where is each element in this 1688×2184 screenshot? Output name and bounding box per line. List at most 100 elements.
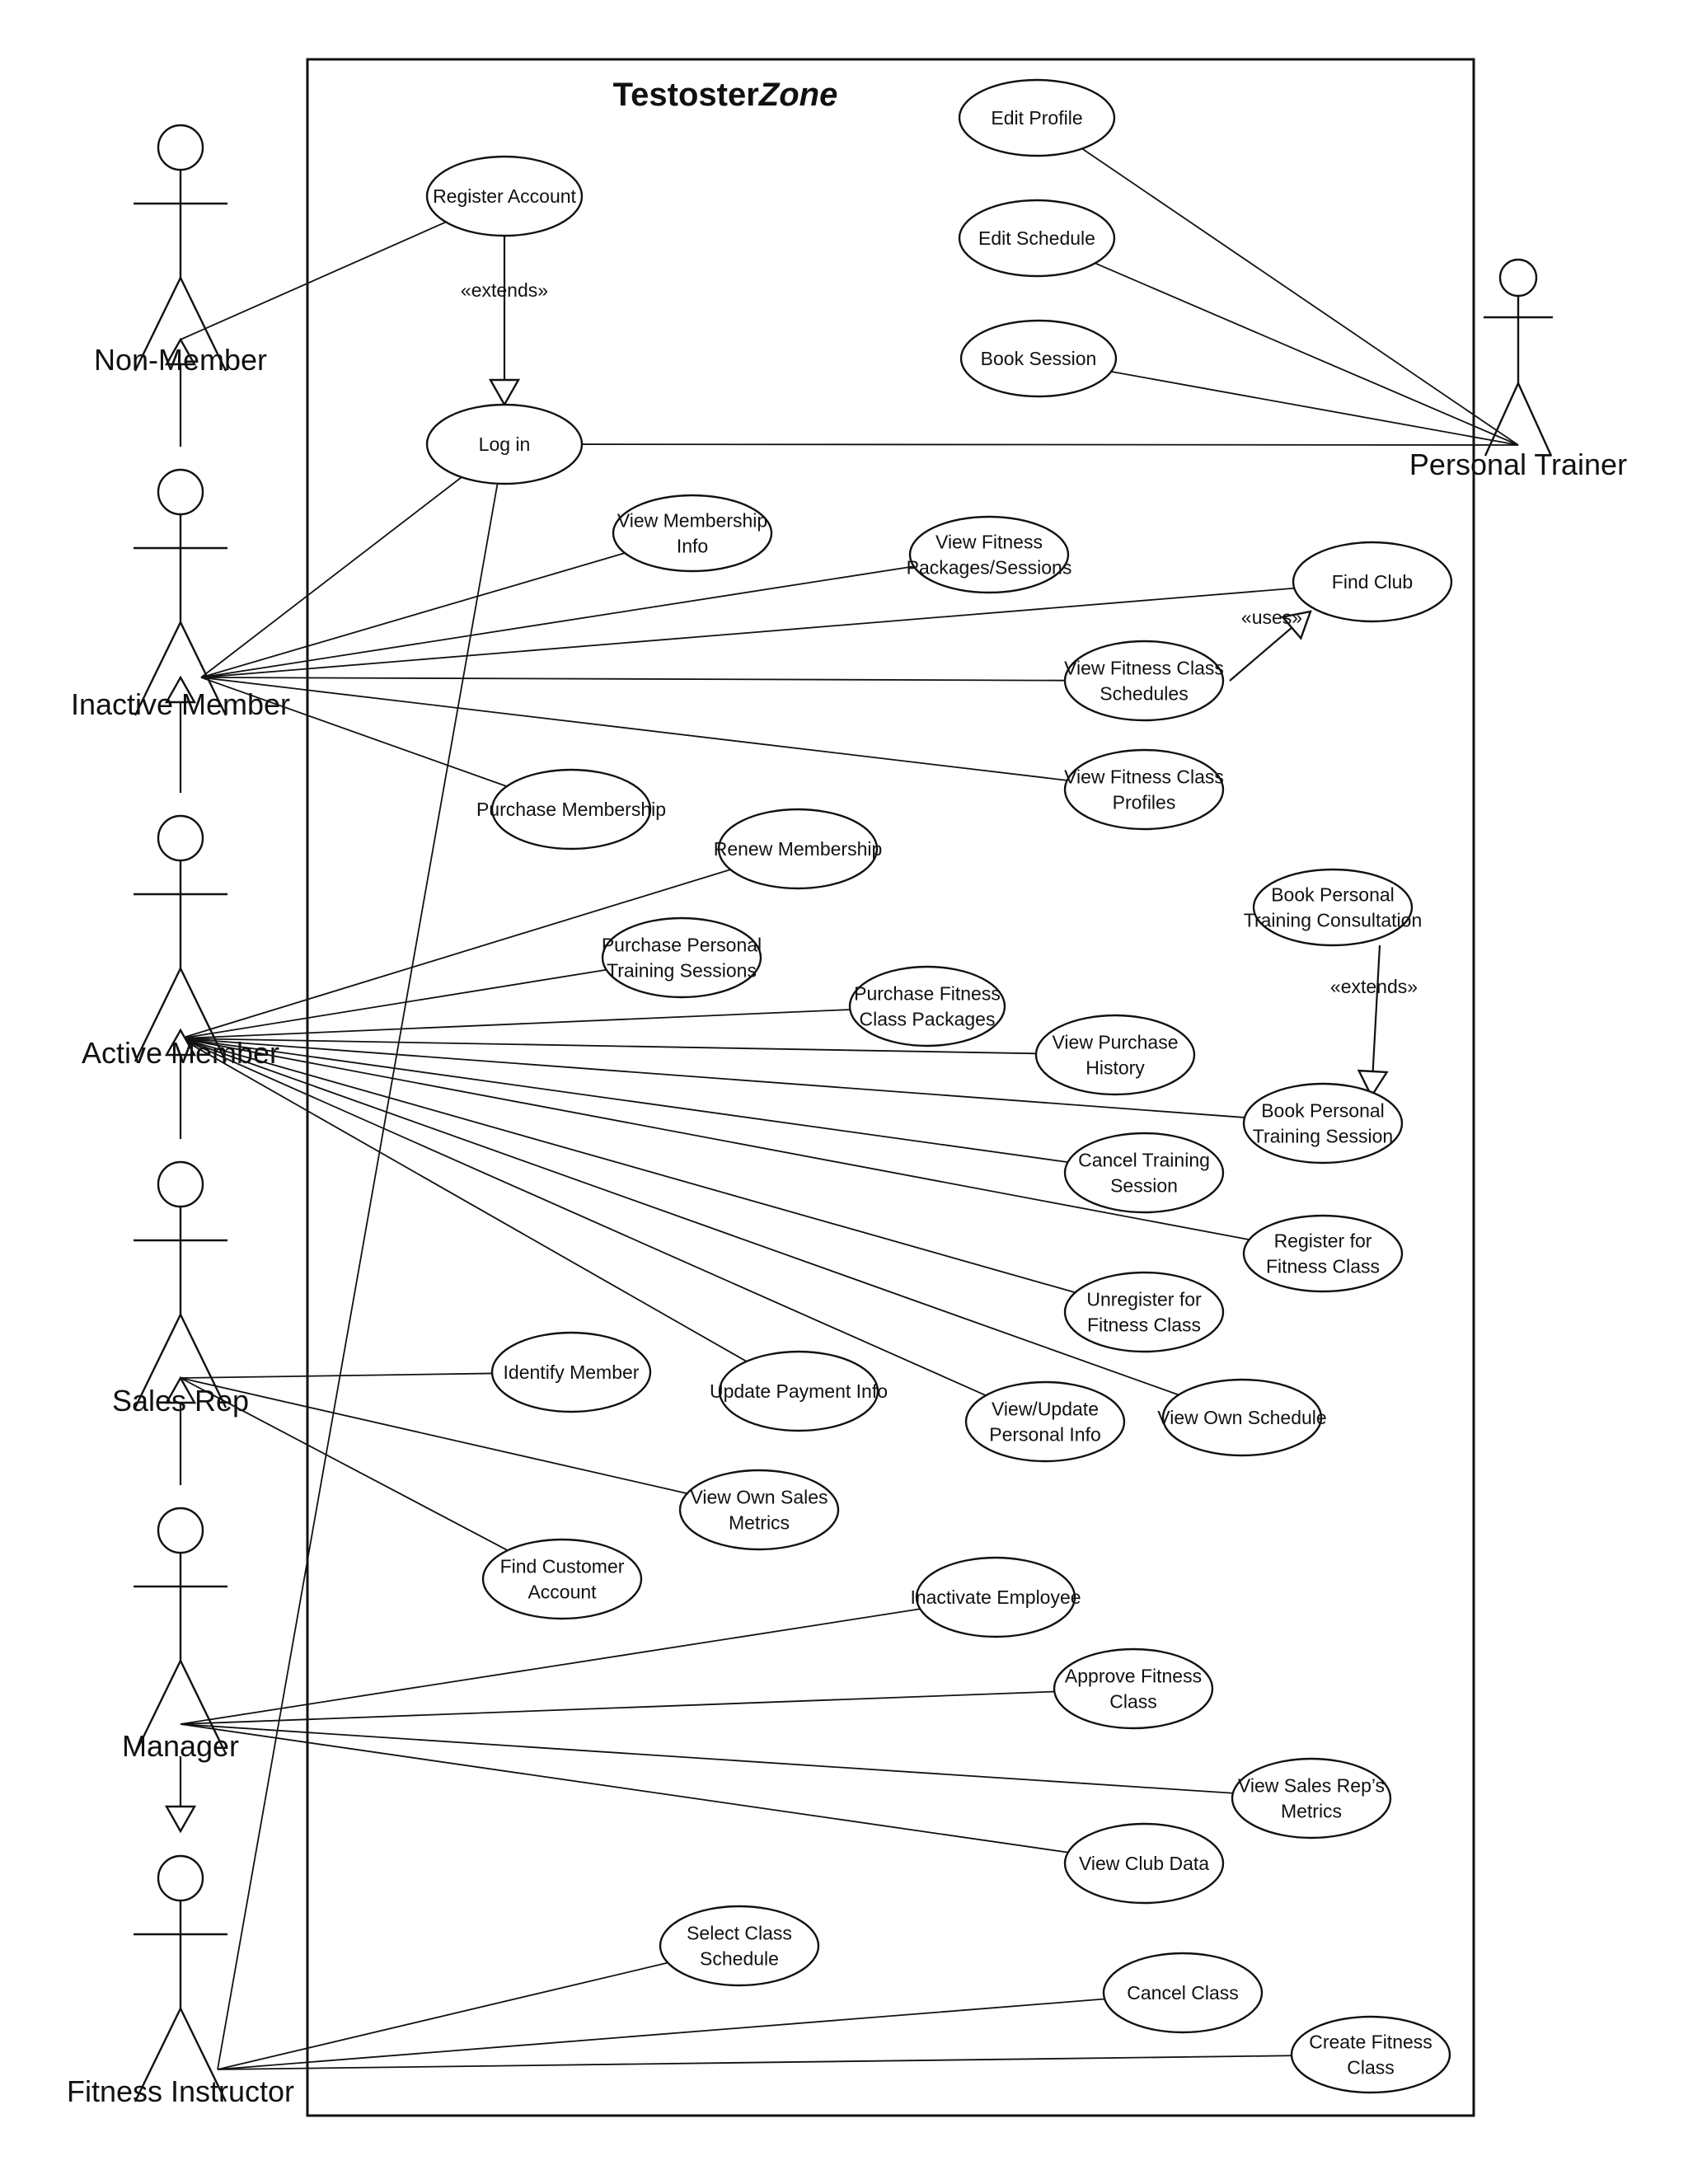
use-case-ellipse [1034,1014,1196,1096]
association-active-member-update-payment-info [180,1038,748,1362]
use-case-ellipse [958,199,1116,278]
actor-leg-left [134,1314,182,1408]
actor-label: Manager [122,1729,239,1763]
use-case-purchase-membership: Purchase Membership [476,768,666,851]
use-case-label: Renew Membership [714,838,883,860]
association-sales-rep-identify-member [180,1372,493,1379]
actor-leg-right [179,968,227,1062]
association-manager-approve-fitness-class [180,1690,1055,1725]
use-case-book-session: Book Session [959,319,1118,398]
actor-label: Fitness Instructor [67,2074,294,2108]
use-case-label: Schedule [700,1948,779,1970]
use-case-label: Cancel Class [1127,1982,1239,2004]
use-case-label: Book Personal [1271,884,1395,906]
association-active-member-unregister-fitness-class [180,1038,1076,1294]
actor-head [157,814,204,862]
use-case-ellipse [1161,1378,1323,1457]
use-case-label: View Club Data [1079,1853,1209,1874]
actor-leg-right [179,621,227,716]
actor-sales-rep: Sales Rep [112,1160,249,1418]
use-case-label: Schedules [1100,683,1188,705]
use-case-view-club-data: View Club Data [1063,1822,1225,1905]
use-case-ellipse [1231,1757,1392,1840]
use-case-label: Edit Profile [991,107,1082,129]
association-inactive-member-purchase-membership [200,677,508,787]
association-personal-trainer-book-session [1111,371,1519,446]
use-case-label: Training Session [1253,1126,1393,1147]
generalization-manager-instructor-arrowhead [164,1805,197,1834]
use-case-identify-member: Identify Member [490,1331,652,1413]
use-case-label: Register for [1274,1230,1372,1252]
use-case-label: Book Session [981,348,1097,369]
actor-head [157,1160,204,1208]
use-case-view-own-schedule: View Own Schedule [1157,1378,1327,1457]
actor-label: Inactive Member [71,687,290,721]
use-case-ellipse [959,319,1118,398]
use-case-update-payment-info: Update Payment Info [710,1350,888,1432]
use-case-cancel-class: Cancel Class [1102,1952,1264,2034]
use-case-label: Book Personal [1261,1100,1385,1122]
association-inactive-member-find-club [200,587,1295,678]
actor-leg-left [134,1660,182,1755]
association-inactive-member-view-fitness-packages [200,565,914,678]
association-active-member-view-update-personal-info [180,1038,987,1396]
actor-label: Active Member [82,1036,279,1070]
use-case-ellipse [612,494,773,573]
actor-non-member: Non-Member [94,124,267,377]
use-case-ellipse [1242,1214,1404,1293]
actor-inactive-member: Inactive Member [71,468,290,721]
actor-head [157,1507,204,1554]
use-case-label: Metrics [729,1512,790,1534]
system-boundary [306,58,1475,2117]
use-case-ellipse [718,1350,879,1432]
actor-leg-right [179,1660,227,1755]
use-case-ellipse [1242,1082,1404,1165]
actor-leg-left [134,968,182,1062]
use-case-label: Personal Info [989,1424,1101,1446]
use-case-ellipse [601,916,762,999]
use-case-ellipse [915,1556,1076,1638]
association-fitness-instructor-cancel-class [217,1998,1105,2070]
stereotype-extends-session: «extends» [1330,976,1418,997]
use-case-register-account: Register Account [425,155,584,237]
use-case-log-in: Log in [425,403,584,485]
use-case-label: Cancel Training [1078,1150,1210,1171]
association-manager-inactivate-employee [180,1608,921,1725]
use-case-label: Class [1347,2057,1395,2079]
use-case-label: History [1085,1057,1145,1079]
actor-head [1498,258,1538,298]
actor-leg-right [179,277,227,372]
uses-schedules-findclub-line [1229,626,1292,682]
actor-leg-left [134,621,182,716]
use-case-label: Find Club [1332,571,1413,593]
use-case-label: Inactivate Employee [910,1586,1081,1608]
use-case-ellipse [958,78,1116,157]
use-case-label: Info [677,536,708,557]
system-title: TestosterZone [613,77,838,113]
use-case-ellipse [1102,1952,1264,2034]
use-case-ellipse [964,1380,1126,1463]
actor-leg-right [1517,382,1553,457]
stereotype-extends-login: «extends» [461,279,548,301]
association-personal-trainer-edit-profile [1081,148,1519,446]
use-case-label: Profiles [1113,792,1176,813]
association-inactive-member-view-membership-info [200,552,626,678]
use-case-ellipse [481,1538,643,1620]
actor-manager: Manager [122,1507,239,1763]
actor-fitness-instructor: Fitness Instructor [67,1854,294,2108]
use-case-ellipse [678,1469,840,1551]
association-fitness-instructor-select-class-schedule [217,1961,668,2070]
use-case-label: Fitness Class [1266,1256,1380,1277]
